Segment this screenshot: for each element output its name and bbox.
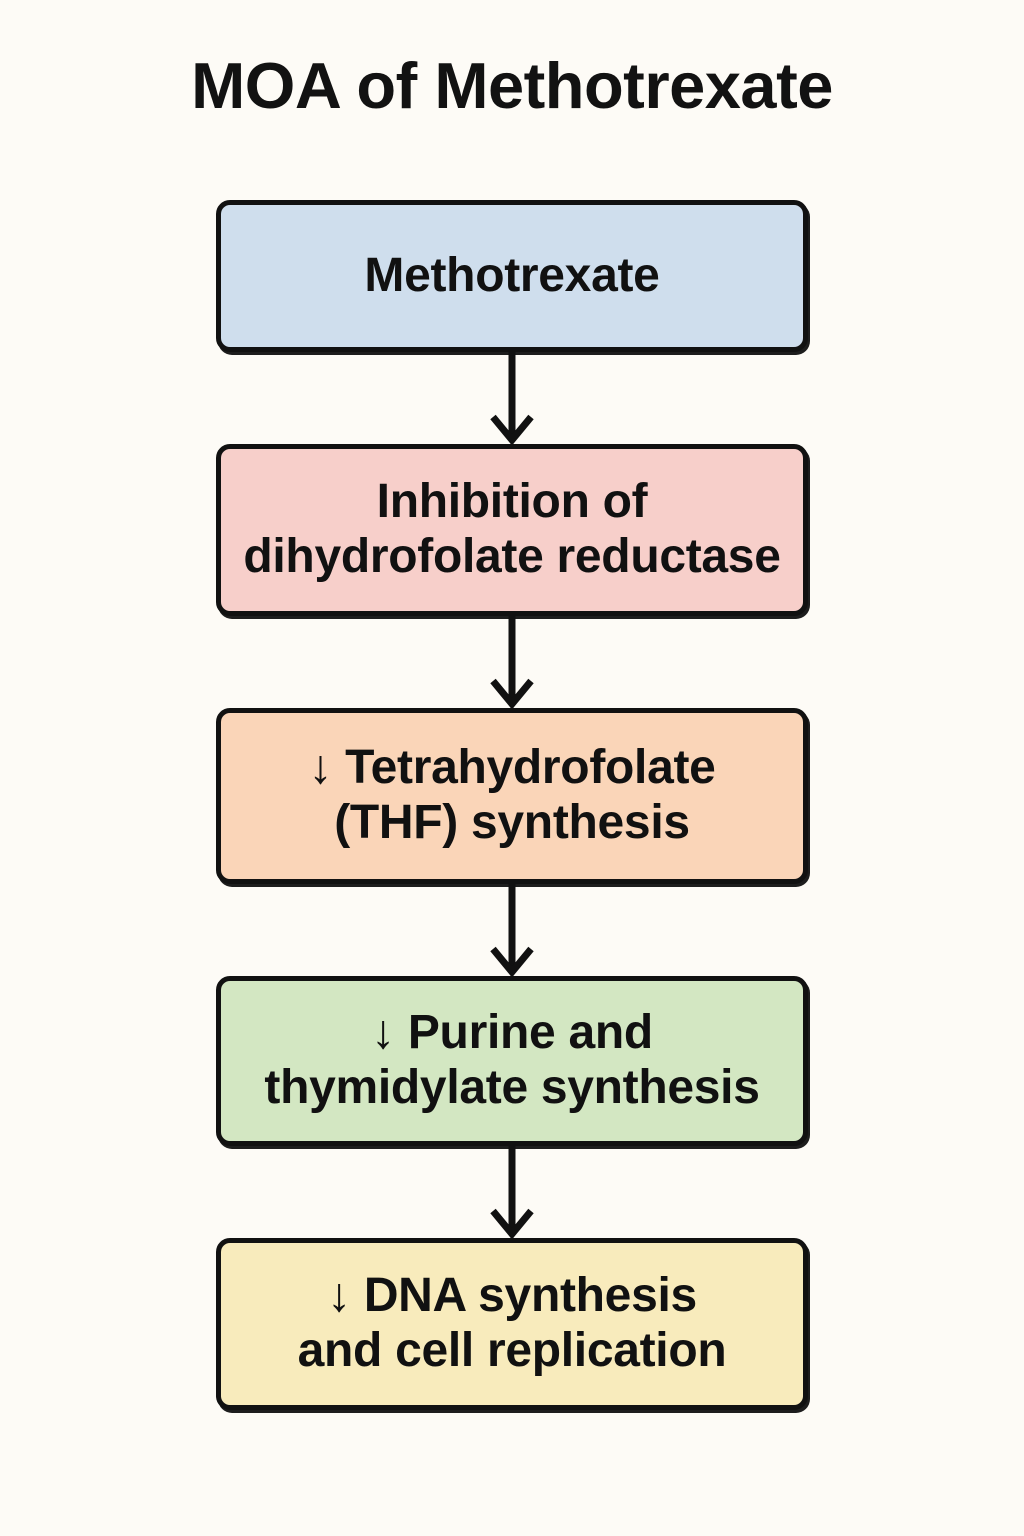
flow-arrow-2: [216, 616, 808, 708]
flow-node-thf-synthesis[interactable]: ↓ Tetrahydrofolate (THF) synthesis: [216, 708, 808, 884]
flow-node-label: ↓ DNA synthesis and cell replication: [297, 1269, 727, 1377]
flow-node-purine-thymidylate[interactable]: ↓ Purine and thymidylate synthesis: [216, 976, 808, 1146]
flow-arrow-1: [216, 352, 808, 444]
flow-node-methotrexate[interactable]: Methotrexate: [216, 200, 808, 352]
flow-arrow-3: [216, 884, 808, 976]
flow-node-label: Methotrexate: [364, 248, 660, 302]
flowchart: Methotrexate Inhibition of dihydrofolate…: [216, 200, 808, 1410]
flow-node-label: Inhibition of dihydrofolate reductase: [243, 475, 781, 583]
flow-node-dna-synthesis[interactable]: ↓ DNA synthesis and cell replication: [216, 1238, 808, 1410]
flow-node-label: ↓ Purine and thymidylate synthesis: [264, 1006, 760, 1114]
flow-arrow-4: [216, 1146, 808, 1238]
flow-node-label: ↓ Tetrahydrofolate (THF) synthesis: [308, 741, 716, 849]
page-title: MOA of Methotrexate: [191, 49, 833, 122]
flow-node-dhfr-inhibition[interactable]: Inhibition of dihydrofolate reductase: [216, 444, 808, 616]
